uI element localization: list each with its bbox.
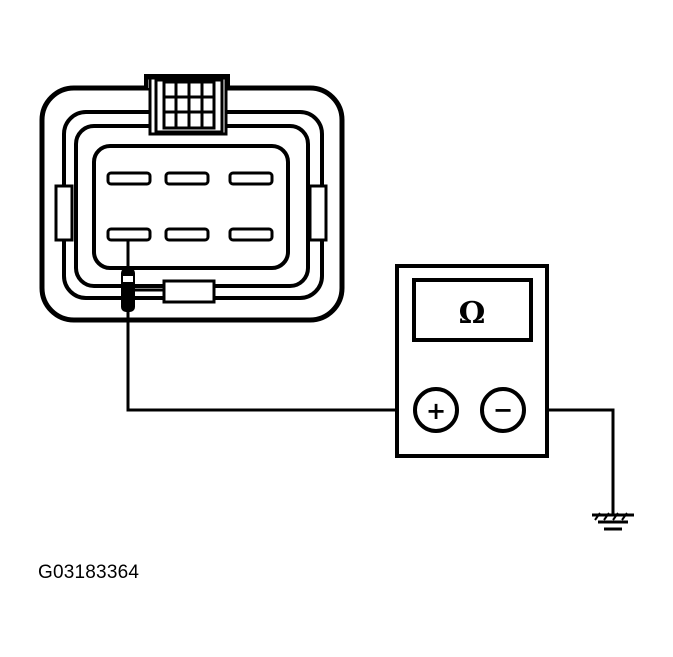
test-probe: [121, 240, 164, 312]
connector-inner-shell: [62, 110, 324, 300]
figure-id: G03183364: [38, 562, 140, 583]
positive-terminal-label: +: [426, 397, 446, 425]
locking-tab: [144, 74, 230, 136]
terminal-pin: [228, 227, 274, 242]
terminal-pin: [106, 227, 152, 242]
negative-lead-wire: [523, 408, 615, 515]
terminal-pin: [106, 171, 152, 186]
ohm-symbol: Ω: [459, 296, 486, 331]
positive-lead-wire: [126, 312, 415, 412]
ohmmeter: Ω + −: [395, 264, 549, 458]
connector: [39, 74, 345, 323]
ohmmeter-display: [412, 278, 533, 342]
left-guide-rail: [54, 184, 74, 242]
negative-terminal-label: −: [493, 396, 513, 424]
right-guide-rail: [308, 184, 328, 242]
terminal-pin: [164, 171, 210, 186]
connector-seal: [74, 124, 310, 288]
ground-icon: [592, 512, 634, 531]
positive-terminal: [413, 387, 459, 433]
connector-latch: [162, 279, 216, 304]
test-leads: [126, 312, 615, 515]
terminal-pin: [164, 227, 210, 242]
terminal-pin: [228, 171, 274, 186]
terminal-pins-top-row: [106, 171, 274, 186]
connector-pin-cavity: [92, 144, 290, 270]
terminal-pins-bottom-row: [106, 227, 274, 242]
negative-terminal: [480, 387, 526, 433]
